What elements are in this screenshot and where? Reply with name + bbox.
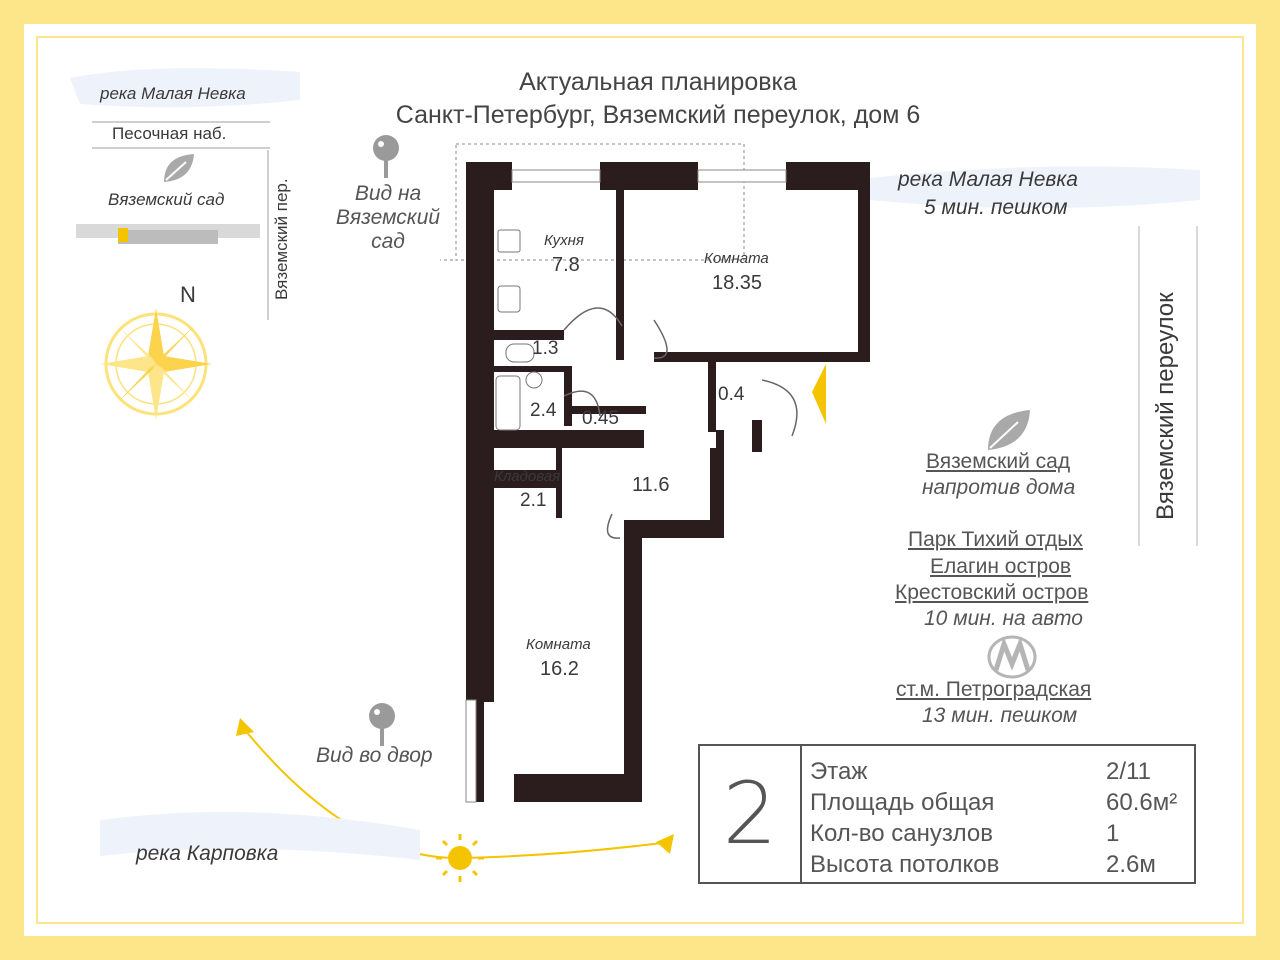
map-garden-label: Вяземский сад xyxy=(108,190,225,209)
door-swings xyxy=(563,307,798,539)
ceiling-value: 2.6м xyxy=(1106,851,1156,878)
garden-view-line: Вяземский xyxy=(335,206,441,229)
bathrooms-value: 1 xyxy=(1106,820,1120,847)
compass-icon xyxy=(100,308,212,420)
garden-view-label: Вид на Вяземский сад xyxy=(322,182,454,254)
river-time-label: 5 мин. пешком xyxy=(924,196,1068,219)
mini-map xyxy=(70,68,300,320)
room-label-storage: Кладовая xyxy=(494,468,561,485)
sun-icon xyxy=(448,846,472,870)
yard-view-label: Вид во двор xyxy=(316,744,433,767)
lane-vertical-label: Вяземский переулок xyxy=(1152,292,1179,520)
leaf-icon xyxy=(988,410,1030,450)
metro-icon xyxy=(987,635,1037,679)
metro-link[interactable]: ст.м. Петроградская xyxy=(896,678,1092,701)
fixtures xyxy=(495,229,543,431)
north-label: N xyxy=(180,282,196,307)
area-label: Площадь общая xyxy=(810,789,995,816)
room-label-kitchen: Кухня xyxy=(544,232,584,249)
auto-time-label: 10 мин. на авто xyxy=(924,607,1083,630)
garden-sub-label: напротив дома xyxy=(922,476,1076,499)
walls xyxy=(466,162,870,802)
map-river-label: река Малая Невка xyxy=(100,84,246,103)
river-shape-right xyxy=(870,166,1200,208)
map-lane-label: Вяземский пер. xyxy=(272,178,291,300)
river-shape-bottom xyxy=(100,812,420,860)
river-shape-top xyxy=(70,68,300,108)
metro-time-label: 13 мин. пешком xyxy=(922,704,1078,727)
garden-link[interactable]: Вяземский сад xyxy=(926,450,1071,473)
pin-icon xyxy=(373,135,399,178)
leaf-icon xyxy=(164,154,194,182)
page-title: Актуальная планировка Санкт-Петербург, В… xyxy=(320,66,996,132)
river-malaya-nevka-label: река Малая Невка xyxy=(898,168,1078,191)
park-link[interactable]: Парк Тихий отдых xyxy=(908,528,1083,551)
info-box: 2 Этаж 2/11 Площадь общая 60.6м² Кол-во … xyxy=(698,744,1196,884)
inner-border xyxy=(36,36,1244,924)
floor-label: Этаж xyxy=(810,758,868,785)
room-area-room2: 16.2 xyxy=(540,658,579,680)
garden-view-line: сад xyxy=(371,230,405,253)
info-divider xyxy=(800,746,802,882)
house-marker xyxy=(118,228,128,242)
balcony-outline xyxy=(455,143,745,261)
map-embankment-label: Песочная наб. xyxy=(112,124,227,143)
title-line-2: Санкт-Петербург, Вяземский переулок, дом… xyxy=(395,101,921,129)
room-area-closet: 0.45 xyxy=(582,408,619,429)
ceiling-label: Высота потолков xyxy=(810,851,1000,878)
title-line-1: Актуальная планировка xyxy=(519,68,797,96)
room-area-entry: 0.4 xyxy=(718,384,745,405)
floor-value: 2/11 xyxy=(1106,758,1151,785)
floor-plan xyxy=(440,143,870,803)
building-block xyxy=(118,230,218,244)
island2-link[interactable]: Крестовский остров xyxy=(895,581,1089,604)
room-area-room1: 18.35 xyxy=(712,272,763,294)
room-label-room1: Комната xyxy=(704,250,769,267)
pin-icon xyxy=(369,703,395,746)
sun-path xyxy=(236,718,674,882)
bathrooms-label: Кол-во санузлов xyxy=(810,820,993,847)
garden-view-line: Вид на xyxy=(354,182,422,205)
room-area-storage: 2.1 xyxy=(520,490,547,511)
room-area-hall: 11.6 xyxy=(632,474,670,496)
entrance-arrow xyxy=(812,364,826,424)
rooms-count: 2 xyxy=(722,764,778,864)
room-area-bath: 2.4 xyxy=(530,400,557,421)
room-label-room2: Комната xyxy=(526,636,591,653)
lane-line xyxy=(1196,226,1198,546)
river-karpovka-label: река Карповка xyxy=(136,842,279,865)
room-area-toilet: 1.3 xyxy=(532,338,559,359)
area-value: 60.6м² xyxy=(1106,789,1178,816)
room-area-kitchen: 7.8 xyxy=(552,254,580,276)
island1-link[interactable]: Елагин остров xyxy=(930,555,1072,578)
lane-line xyxy=(1138,226,1140,546)
